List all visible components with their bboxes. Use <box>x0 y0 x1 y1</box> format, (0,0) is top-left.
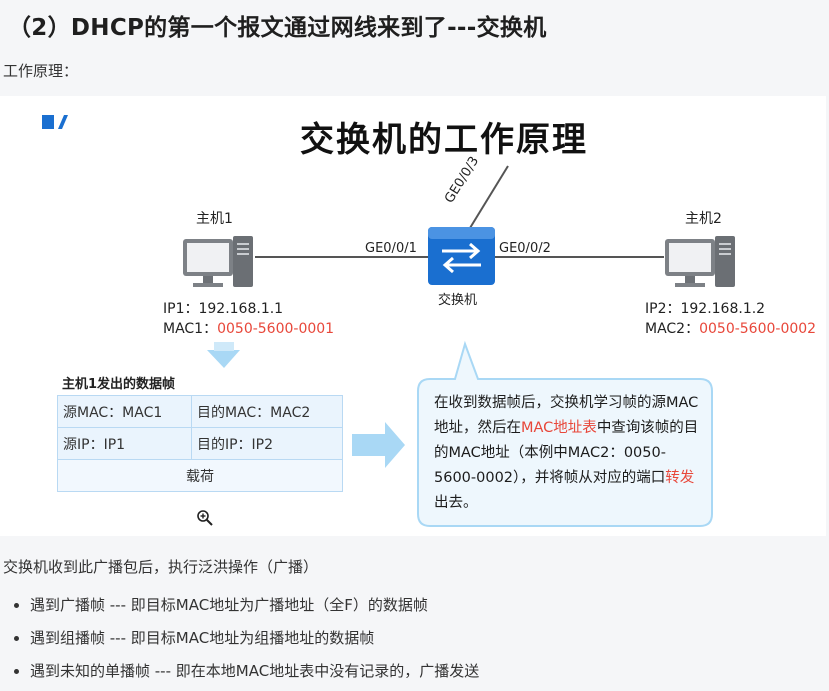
list-item: 遇到未知的单播帧 --- 即在本地MAC地址表中没有记录的，广播发送 <box>30 658 479 691</box>
frame-title: 主机1发出的数据帧 <box>62 377 176 392</box>
frame-payload: 载荷 <box>57 459 343 492</box>
frame-src-ip: 源IP：IP1 <box>57 427 192 460</box>
frame-src-mac: 源MAC：MAC1 <box>57 395 192 428</box>
diagram-graphics <box>183 165 735 527</box>
note-callout <box>417 340 713 527</box>
host2-ip: IP2：192.168.1.2 <box>645 301 766 317</box>
frame-dst-mac: 目的MAC：MAC2 <box>190 395 344 428</box>
flood-description: 交换机收到此广播包后，执行泛洪操作（广播） <box>3 558 319 576</box>
right-arrow-icon <box>352 422 405 468</box>
intro-text: 工作原理： <box>3 62 79 80</box>
port-label-right: GE0/0/2 <box>499 241 551 256</box>
port-label-left: GE0/0/1 <box>365 241 417 256</box>
page-heading: （2）DHCP的第一个报文通过网线来到了---交换机 <box>8 15 547 41</box>
zoom-in-icon[interactable] <box>196 509 214 527</box>
host1-name: 主机1 <box>196 211 233 227</box>
diagram-title: 交换机的工作原理 <box>300 120 588 160</box>
bullet-list: 遇到广播帧 --- 即目标MAC地址为广播地址（全F）的数据帧 遇到组播帧 --… <box>0 592 479 691</box>
list-item: 遇到广播帧 --- 即目标MAC地址为广播地址（全F）的数据帧 <box>30 592 479 625</box>
cable-switch-uplink <box>469 165 509 229</box>
brand-logo-icon <box>42 115 68 129</box>
frame-table: 源MAC：MAC1 目的MAC：MAC2 源IP：IP1 目的IP：IP2 载荷 <box>57 395 344 492</box>
switch-icon <box>428 227 495 285</box>
host-computer-icon <box>665 236 735 287</box>
host-computer-icon <box>183 236 253 287</box>
host1-ip: IP1：192.168.1.1 <box>163 301 284 317</box>
frame-dst-ip: 目的IP：IP2 <box>190 427 344 460</box>
host2-mac: MAC2：0050-5600-0002 <box>645 321 817 337</box>
switch-name: 交换机 <box>438 293 478 308</box>
down-arrow-icon <box>207 350 240 368</box>
host1-mac: MAC1：0050-5600-0001 <box>163 321 335 337</box>
host2-name: 主机2 <box>685 211 722 227</box>
note-text: 在收到数据帧后，交换机学习帧的源MAC地址，然后在MAC地址表中查询该帧的目的M… <box>434 395 699 511</box>
list-item: 遇到组播帧 --- 即目标MAC地址为组播地址的数据帧 <box>30 625 479 658</box>
